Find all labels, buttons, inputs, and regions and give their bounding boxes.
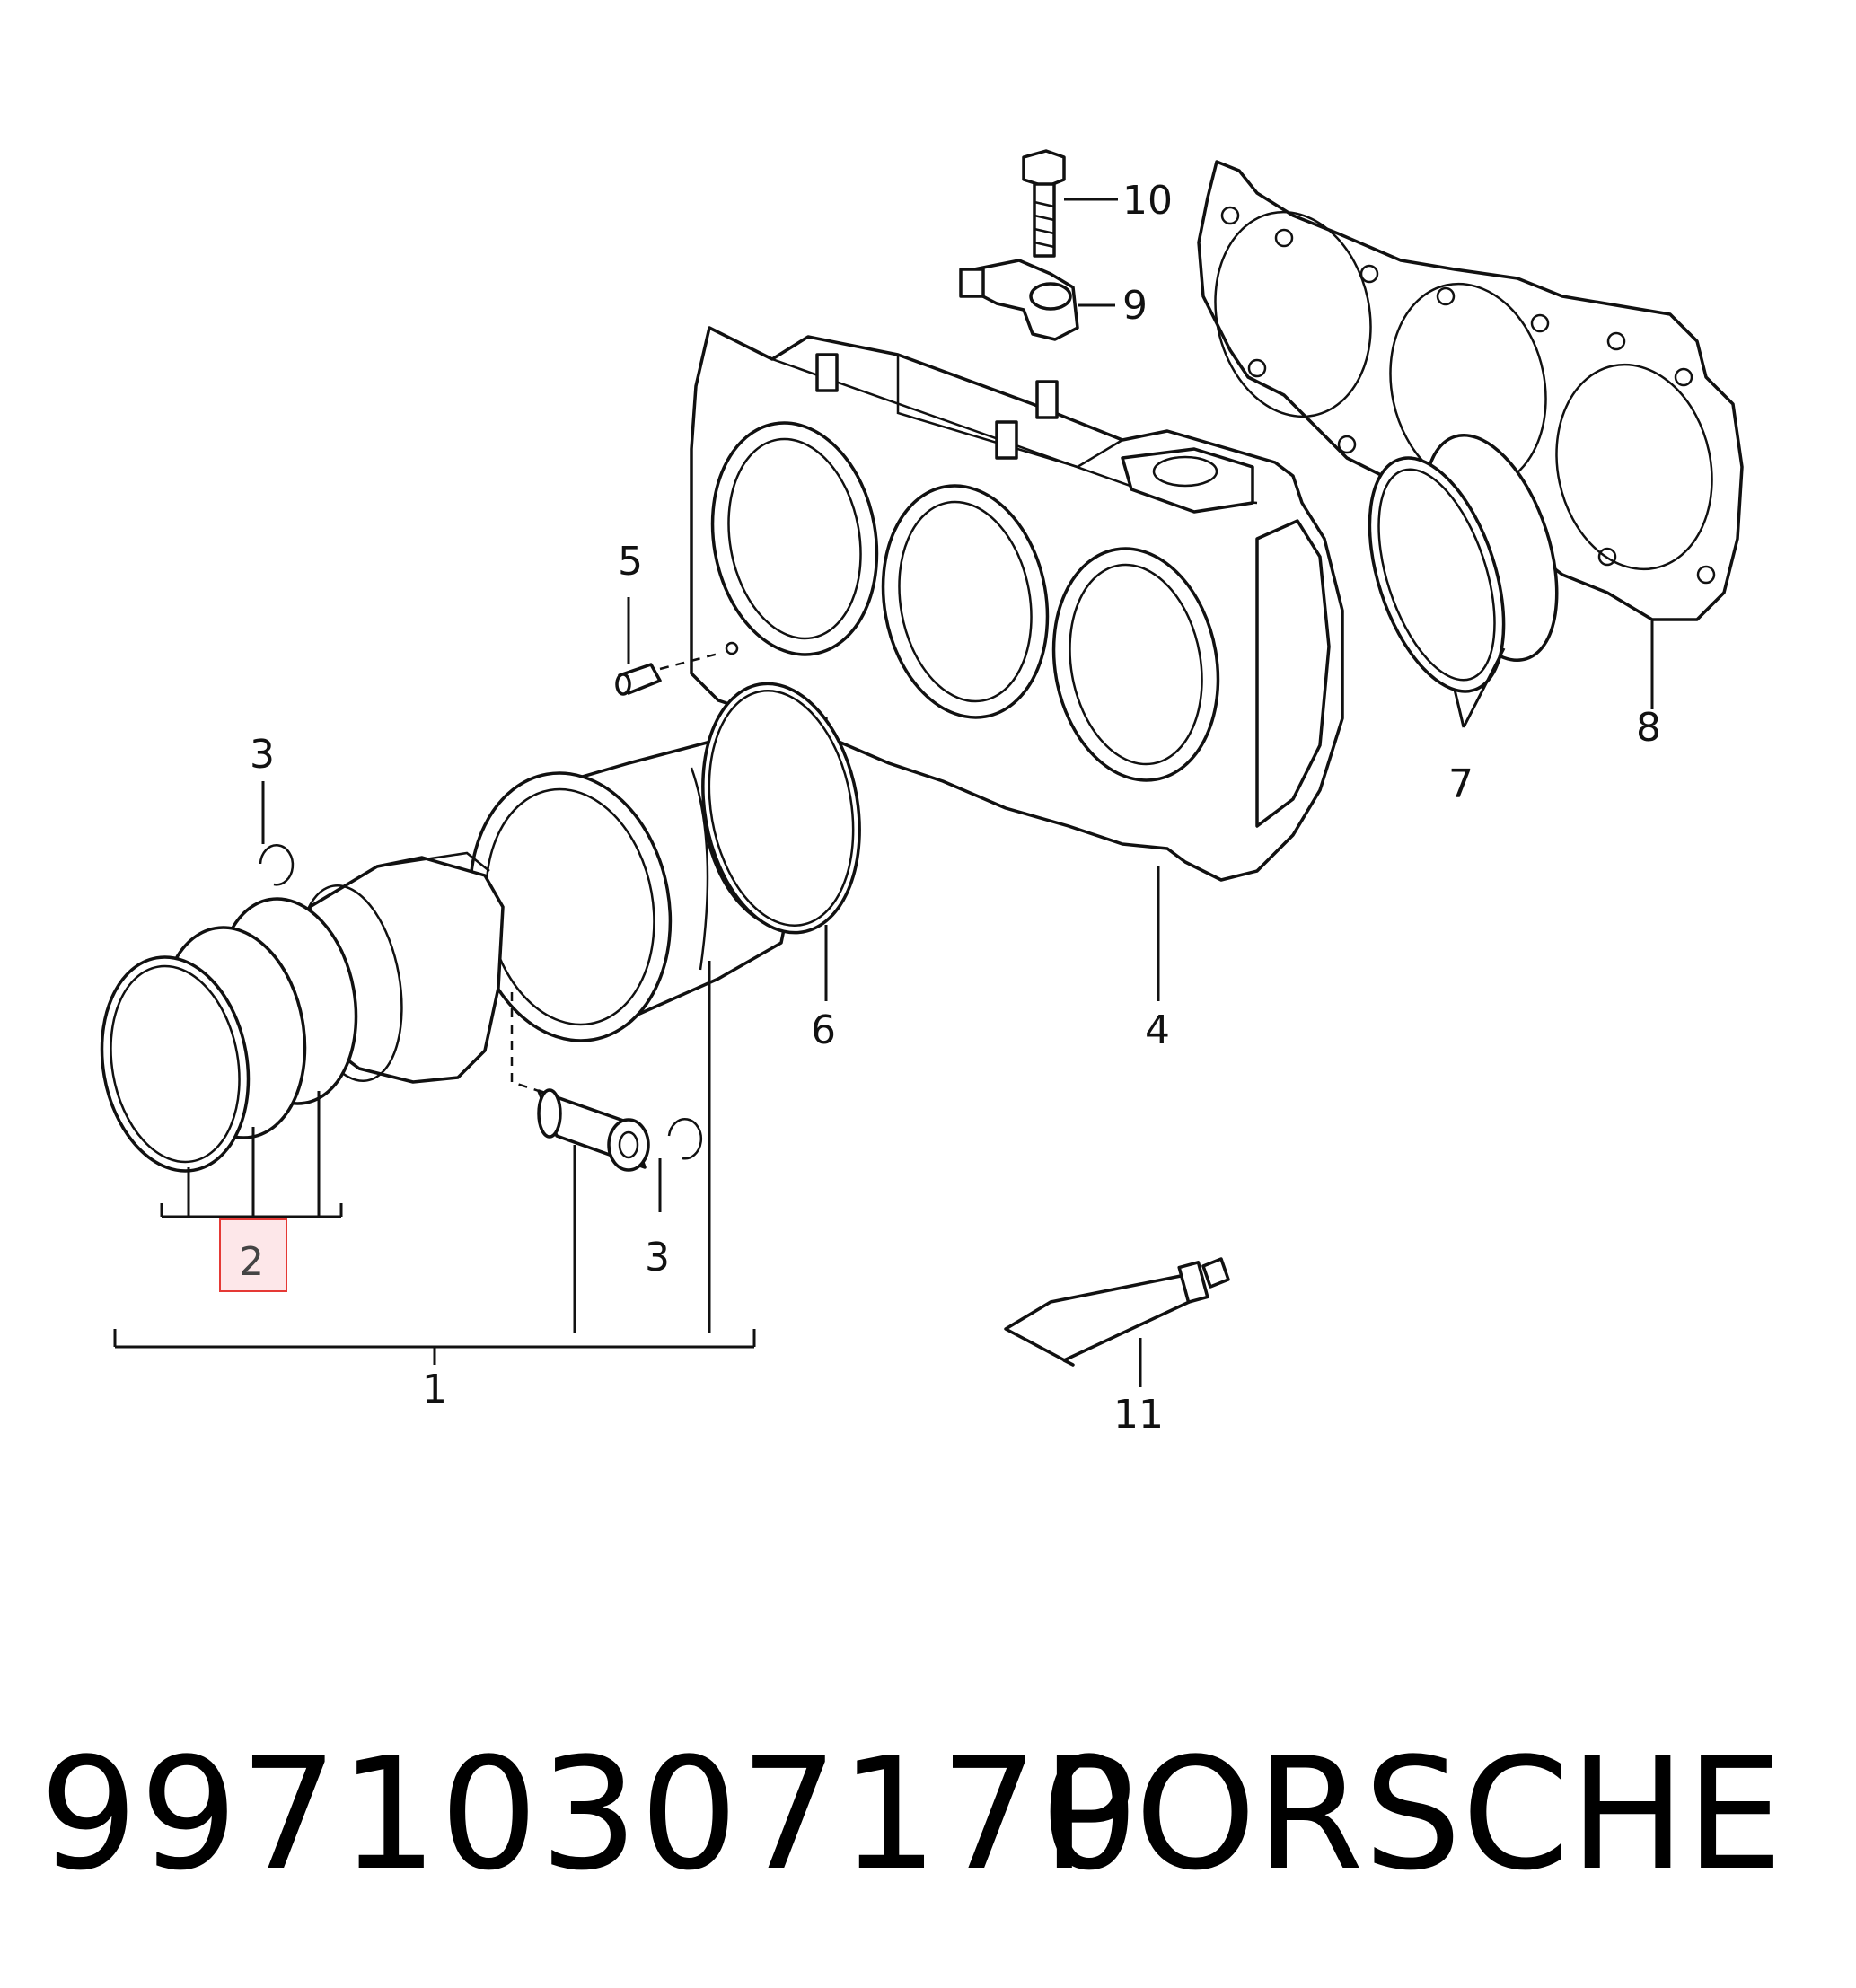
circlip-upper — [259, 844, 295, 886]
o-ring — [701, 682, 861, 935]
highlight-box — [219, 1218, 287, 1292]
piston-pin — [510, 992, 650, 1172]
callout-labels: 1 2 3 3 4 5 6 7 8 8 9 10 11 — [239, 178, 1661, 1438]
dowel-pin — [615, 641, 739, 696]
part-number: 99710307170 — [40, 1724, 1140, 1904]
callout-6: 6 — [811, 1007, 836, 1053]
leader-lines — [113, 198, 1654, 1387]
brand-name: PORSCHE — [1042, 1724, 1783, 1904]
callout-8: 8 — [1636, 705, 1661, 751]
bolt — [1022, 149, 1066, 258]
sealant-tube — [1004, 1257, 1230, 1367]
cylinder-block — [690, 326, 1344, 882]
callout-1: 1 — [422, 1367, 447, 1412]
piston-rings — [100, 897, 358, 1173]
sealing-rings — [1368, 433, 1559, 693]
callout-11: 11 — [1113, 1392, 1164, 1438]
callout-9-label: 9 — [1122, 283, 1148, 329]
callout-10: 10 — [1122, 178, 1173, 224]
knock-sensor — [959, 259, 1079, 341]
callout-7: 7 — [1448, 761, 1473, 807]
callout-5: 5 — [618, 539, 643, 585]
callout-3-lower: 3 — [645, 1235, 670, 1280]
callout-2: 2 — [239, 1239, 264, 1285]
callout-3-upper: 3 — [250, 732, 275, 778]
callout-4: 4 — [1145, 1007, 1170, 1053]
circlip-lower — [667, 1118, 703, 1160]
